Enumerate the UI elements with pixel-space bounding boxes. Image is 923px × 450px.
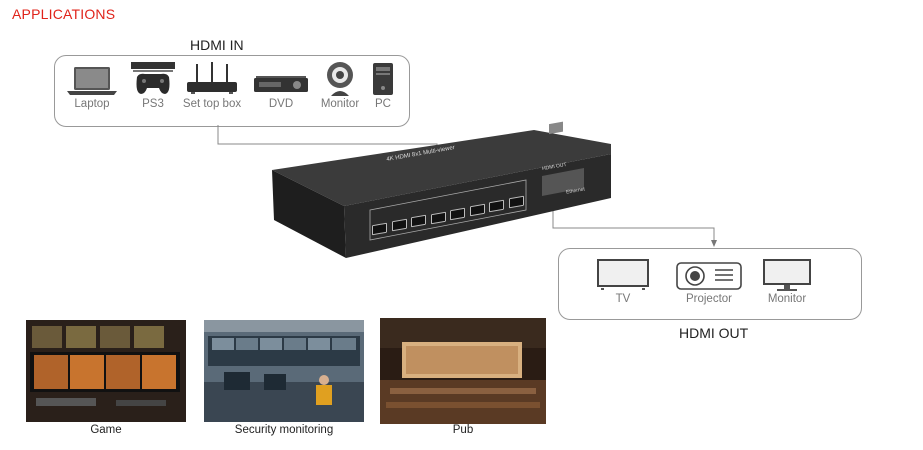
dvd-player-icon — [251, 60, 311, 98]
webcam-icon — [313, 60, 367, 98]
display-label-tv: TV — [615, 293, 631, 305]
hdmi-input-port — [430, 211, 446, 224]
source-label-laptop: Laptop — [74, 98, 110, 110]
display-tv: TV — [593, 257, 653, 305]
caption-pub: Pub — [452, 424, 474, 436]
projector-icon — [671, 257, 747, 293]
display-monitor: Monitor — [757, 257, 817, 305]
source-laptop: Laptop — [61, 62, 123, 110]
hdmi-out-label: HDMI OUT — [679, 325, 749, 341]
page-title: APPLICATIONS — [12, 6, 116, 22]
source-monitor: Monitor — [313, 60, 367, 110]
source-set-top-box: Set top box — [179, 60, 245, 110]
tv-icon — [593, 257, 653, 293]
photo-pub — [380, 318, 546, 424]
caption-security-monitoring: Security monitoring — [234, 424, 334, 436]
hdmi-in-source-box: Laptop PS3 Set top box DVD Monitor PC — [54, 55, 410, 127]
source-label-ps3: PS3 — [142, 98, 164, 110]
photo-game — [26, 320, 186, 422]
source-label-dvd: DVD — [268, 98, 294, 110]
game-console-icon — [125, 60, 181, 98]
photo-security-monitoring — [204, 320, 364, 422]
monitor-icon — [757, 257, 817, 293]
hdmi-in-label: HDMI IN — [190, 37, 244, 53]
source-label-set-top-box: Set top box — [182, 98, 242, 110]
source-label-pc: PC — [375, 98, 391, 110]
display-label-projector: Projector — [685, 293, 733, 305]
source-ps3: PS3 — [125, 60, 181, 110]
display-projector: Projector — [671, 257, 747, 305]
source-pc: PC — [365, 60, 401, 110]
display-label-monitor: Monitor — [767, 293, 807, 305]
set-top-box-icon — [179, 60, 245, 98]
hdmi-out-display-box: TV Projector Monitor — [558, 248, 862, 320]
caption-game: Game — [90, 424, 122, 436]
source-dvd: DVD — [251, 60, 311, 110]
output-connector-line — [552, 210, 717, 247]
multiviewer-device: 4K HDMI 8x1 Multi-viewer HDMI OUT Ethern… — [266, 118, 616, 260]
laptop-icon — [61, 62, 123, 98]
source-label-monitor: Monitor — [320, 98, 360, 110]
pc-tower-icon — [365, 60, 401, 98]
